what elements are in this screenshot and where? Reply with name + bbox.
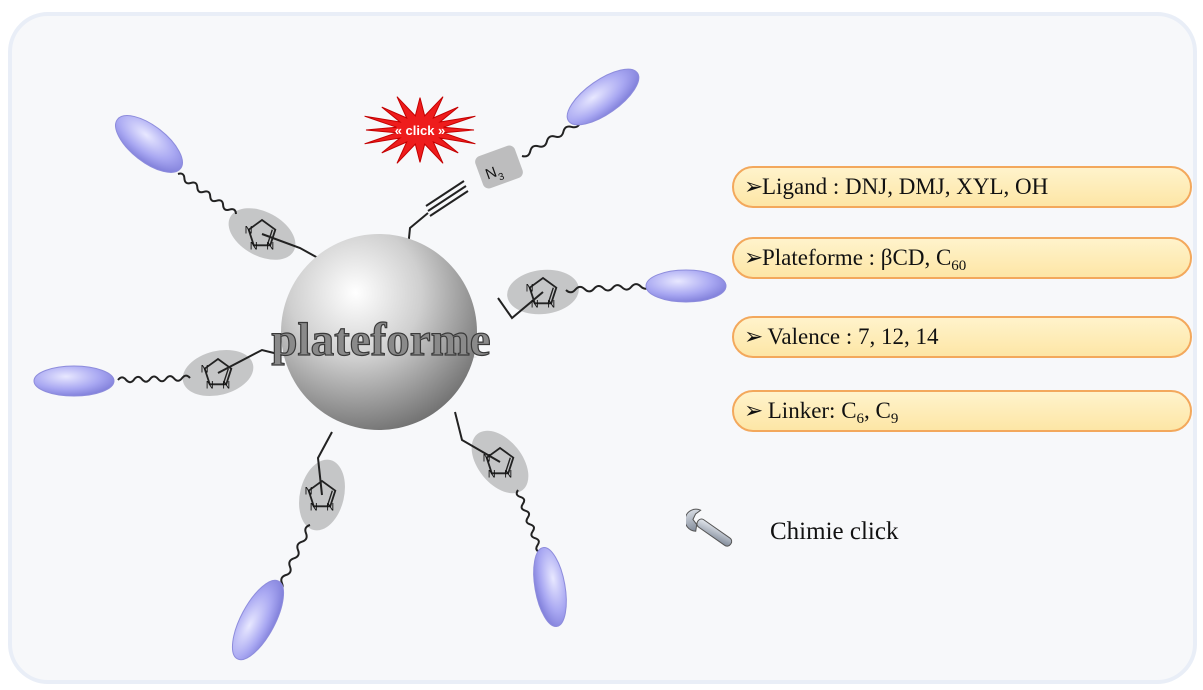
arm-top-left: NNN (177, 172, 319, 260)
pill-valence-label: Valence : 7, 12, 14 (762, 324, 939, 349)
triazole-n-label: N (547, 298, 555, 310)
pill-ligand: ➢Ligand : DNJ, DMJ, XYL, OH (732, 166, 1192, 208)
arrow-bullet-icon: ➢ (744, 245, 764, 270)
pill-valence: ➢ Valence : 7, 12, 14 (732, 316, 1192, 358)
triazole-n-label: N (245, 225, 253, 237)
chimie-click-label: Chimie click (770, 518, 899, 545)
platform-label: plateforme (271, 314, 490, 366)
wavy-linker (117, 374, 191, 384)
triazole-n-label: N (222, 379, 230, 391)
triazole-n-label: N (326, 501, 334, 513)
pill-plateforme-label: Plateforme : βCD, C (762, 245, 952, 270)
arm-right: NNN (497, 269, 651, 320)
ligand-ellipse (645, 269, 727, 303)
click-burst: « click » (364, 96, 476, 164)
triazole-ring (203, 357, 233, 386)
triazole-ring (485, 446, 515, 475)
platform-sphere: plateforme (271, 234, 491, 430)
wavy-linker (177, 172, 237, 215)
triazole-ring (247, 218, 277, 247)
arrow-bullet-icon: ➢ (744, 324, 764, 349)
wrench-icon (686, 508, 733, 547)
ligand-ellipse (231, 579, 285, 661)
triazole-n-label: N (201, 364, 209, 376)
ligand-ellipse (115, 115, 183, 173)
ligand-ellipse (33, 365, 115, 397)
triazole-n-label: N (483, 453, 491, 465)
arm-bottom-right: NNN (454, 411, 541, 553)
wavy-linker (515, 489, 541, 553)
triazole-n-label: N (305, 486, 313, 498)
pill-linker-sub1: 6 (856, 411, 865, 427)
triazole-n-label: N (206, 379, 214, 391)
arm-left: NNN (117, 348, 283, 397)
pill-plateforme-sub: 60 (951, 258, 967, 274)
ligand-ellipses (33, 68, 727, 661)
triazole-n-label: N (531, 298, 539, 310)
triazole-n-label: N (504, 468, 512, 480)
triazole-n-label: N (266, 240, 274, 252)
triazole-n-label: N (310, 501, 318, 513)
pill-linker-mid: , C (864, 398, 891, 423)
triazole-ring (528, 276, 558, 305)
azide-subscript: 3 (497, 171, 506, 183)
wavy-linker (565, 283, 651, 294)
pill-ligand-label: Ligand : DNJ, DMJ, XYL, OH (762, 174, 1049, 199)
ligand-ellipse (566, 68, 640, 126)
click-burst-label: « click » (395, 123, 446, 138)
arm-bottom-left: NNN (272, 431, 345, 601)
pill-linker-label: Linker: C (762, 398, 857, 423)
triazole-n-label: N (488, 468, 496, 480)
triazole-n-label: N (526, 283, 534, 295)
arrow-bullet-icon: ➢ (744, 174, 764, 199)
pill-linker-sub2: 9 (890, 411, 899, 427)
ligand-ellipse (533, 547, 567, 627)
triazole-n-label: N (250, 240, 258, 252)
pill-linker: ➢ Linker: C6, C9 (732, 390, 1192, 432)
pill-plateforme: ➢Plateforme : βCD, C60 (732, 237, 1192, 279)
arrow-bullet-icon: ➢ (744, 398, 764, 423)
triazole-ring (307, 479, 337, 508)
